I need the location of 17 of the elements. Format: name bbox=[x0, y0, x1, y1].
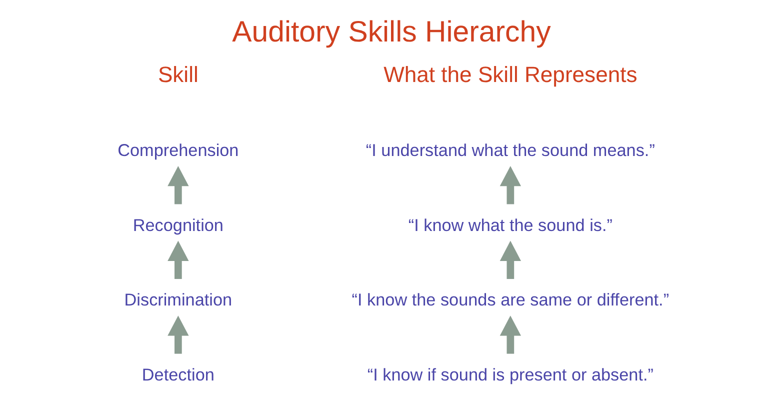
node-text: Discrimination bbox=[124, 290, 232, 310]
node-text: “I know if sound is present or absent.” bbox=[366, 364, 653, 384]
node-text: “I understand what the sound means.” bbox=[365, 140, 654, 160]
arrow bbox=[167, 166, 188, 204]
label: What the Skill Represents bbox=[383, 62, 637, 88]
arrow bbox=[499, 316, 521, 354]
arrow bbox=[167, 316, 188, 354]
node-text: Detection bbox=[141, 364, 214, 384]
node-text: “I know what the sound is.” bbox=[408, 214, 612, 235]
node-text: Recognition bbox=[132, 214, 223, 235]
node-text: Comprehension bbox=[117, 140, 238, 160]
node-text: “I know the sounds are same or different.” bbox=[351, 290, 669, 310]
label: Skill bbox=[157, 62, 198, 88]
arrow bbox=[499, 166, 521, 204]
arrow bbox=[499, 240, 521, 279]
diagram-title: Auditory Skills Hierarchy bbox=[232, 15, 550, 48]
arrow bbox=[167, 240, 188, 279]
